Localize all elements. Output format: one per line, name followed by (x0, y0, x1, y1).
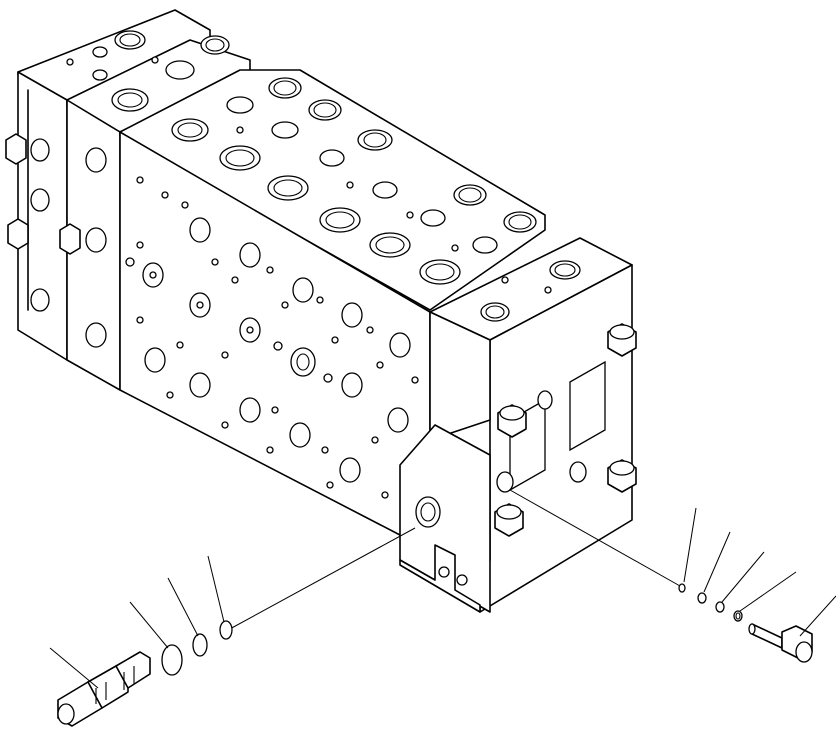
valve-body (5, 9, 637, 613)
left-parts-group (49, 527, 416, 727)
left-o-ring-1 (167, 577, 208, 657)
right-o-ring-2 (697, 531, 731, 604)
plug-icon (748, 623, 813, 663)
left-o-ring-2 (207, 555, 233, 640)
right-parts-group (509, 489, 836, 663)
left-valve-cartridge (49, 647, 151, 727)
front-flange (399, 424, 491, 613)
end-bolts (494, 323, 637, 537)
ring-icon (161, 644, 183, 676)
right-o-ring-3 (715, 551, 765, 613)
cartridge-icon (57, 651, 151, 727)
left-backup-ring (129, 601, 183, 676)
top-ports (66, 30, 581, 322)
o-ring-icon (715, 601, 725, 613)
bolt-icon (497, 404, 527, 438)
right-o-ring-1 (678, 507, 697, 593)
right-o-ring-4 (733, 571, 797, 622)
o-ring-icon (219, 620, 233, 640)
o-ring-icon (192, 633, 208, 657)
bolt-icon (607, 459, 637, 493)
front-face-ports (30, 138, 419, 499)
right-plug (748, 595, 836, 663)
bolt-icon (607, 323, 637, 357)
left-side-bolts (5, 133, 81, 255)
bolt-icon (494, 503, 524, 537)
o-ring-icon (678, 583, 686, 593)
assembly-axis-line (227, 527, 416, 631)
o-ring-icon (697, 592, 707, 604)
assembly-axis-line (509, 489, 681, 587)
